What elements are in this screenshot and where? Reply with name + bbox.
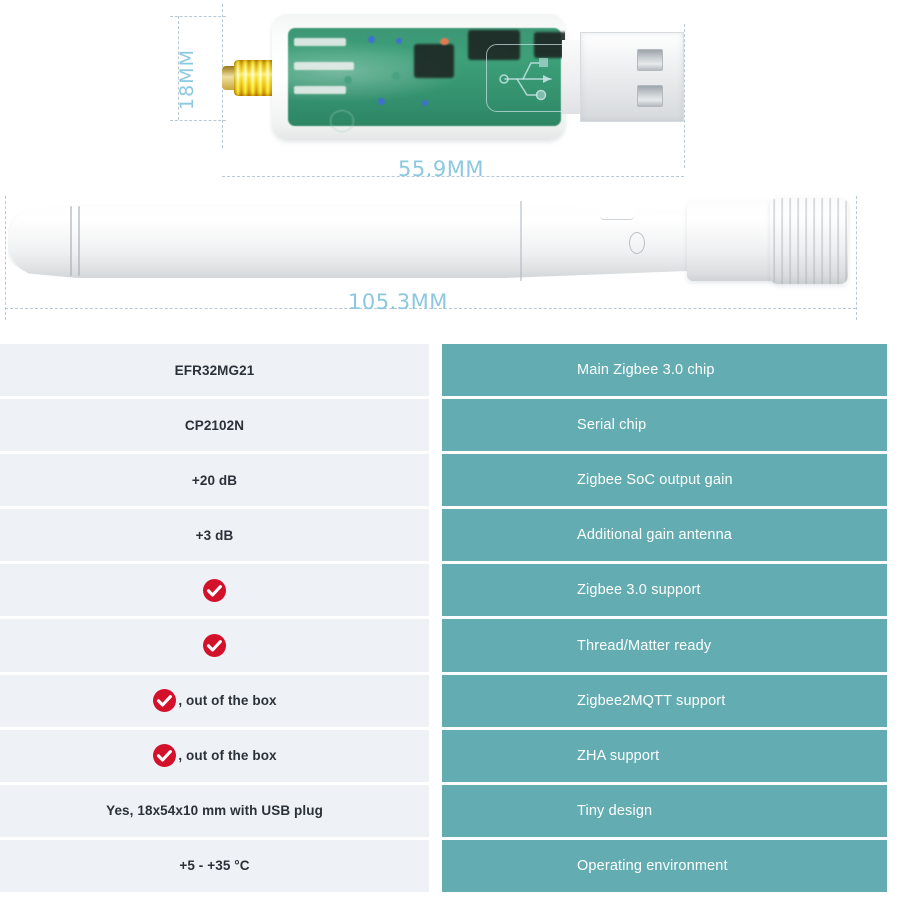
spec-value-text: , out of the box (178, 693, 277, 709)
antenna-notch (600, 206, 634, 220)
spec-value-row: +3 dB (0, 509, 429, 565)
check-circle-icon (202, 578, 227, 603)
usb-trident-icon (486, 44, 565, 112)
spec-value-row: +5 - +35 °C (0, 839, 429, 892)
spec-value-row: EFR32MG21 (0, 344, 429, 400)
dongle-height-tick-bottom (170, 120, 226, 121)
spec-label-row: Zigbee SoC output gain (442, 454, 887, 510)
spec-label-text: Main Zigbee 3.0 chip (577, 362, 715, 379)
usb-a-connector (562, 32, 684, 122)
antenna-body (8, 204, 698, 278)
spec-value-text: Yes, 18x54x10 mm with USB plug (106, 803, 323, 819)
spec-value-row: , out of the box (0, 729, 429, 785)
spec-label-text: Zigbee 3.0 support (577, 582, 701, 599)
pcb-main-ic (414, 44, 454, 78)
dongle-width-line (222, 176, 684, 177)
antenna-marker-oval (629, 232, 645, 254)
dongle-height-label: 18MM (176, 49, 198, 110)
spec-label-text: Zigbee2MQTT support (577, 692, 726, 709)
spec-label-text: ZHA support (577, 747, 660, 764)
antenna-length-guide-right (856, 196, 857, 320)
dongle-height-tick-top (170, 16, 226, 17)
spec-value-row: , out of the box (0, 674, 429, 730)
spec-label-row: Additional gain antenna (442, 509, 887, 565)
spec-label-text: Additional gain antenna (577, 527, 733, 544)
usb-dongle-image (222, 14, 684, 140)
dongle-width-label: 55.9MM (398, 157, 484, 181)
spec-label-text: Thread/Matter ready (577, 637, 712, 654)
check-circle-icon (152, 688, 177, 713)
spec-value-text: +3 dB (195, 527, 234, 543)
antenna-image (8, 196, 854, 286)
antenna-length-line (5, 308, 856, 309)
spec-label-row: ZHA support (442, 729, 887, 785)
spec-label-text: Operating environment (577, 857, 728, 874)
spec-label-row: Serial chip (442, 399, 887, 455)
spec-value-row: +20 dB (0, 454, 429, 510)
check-circle-icon (152, 743, 177, 768)
dongle-width-guide-right (684, 24, 685, 168)
spec-value-text: , out of the box (178, 748, 277, 764)
spec-label-text: Zigbee SoC output gain (577, 472, 733, 489)
spec-label-row: Tiny design (442, 784, 887, 840)
dongle-height-guide-inner (178, 16, 179, 120)
spec-value-text: +5 - +35 °C (179, 858, 250, 874)
antenna-length-guide-left (5, 196, 6, 320)
spec-label-row: Zigbee2MQTT support (442, 674, 887, 730)
spec-value-row: Yes, 18x54x10 mm with USB plug (0, 784, 429, 840)
product-photo-area: 18MM (0, 0, 902, 338)
spec-label-text: Serial chip (577, 417, 647, 434)
spec-value-text: EFR32MG21 (174, 362, 255, 378)
spec-value-text: +20 dB (191, 472, 238, 488)
spec-label-row: Zigbee 3.0 support (442, 564, 887, 620)
pcb-third-ic (534, 32, 565, 58)
antenna-knurled-nut (770, 198, 848, 284)
check-circle-icon (202, 633, 227, 658)
antenna-collar (687, 201, 775, 281)
dongle-translucent-case (272, 14, 565, 140)
spec-label-text: Tiny design (577, 802, 653, 819)
spec-label-row: Main Zigbee 3.0 chip (442, 344, 887, 400)
spec-value-row: CP2102N (0, 399, 429, 455)
spec-label-row: Operating environment (442, 839, 887, 892)
spec-value-text: CP2102N (184, 417, 245, 433)
antenna-length-label: 105.3MM (348, 290, 448, 314)
spec-value-row (0, 619, 429, 675)
spec-value-row (0, 564, 429, 620)
spec-label-row: Thread/Matter ready (442, 619, 887, 675)
